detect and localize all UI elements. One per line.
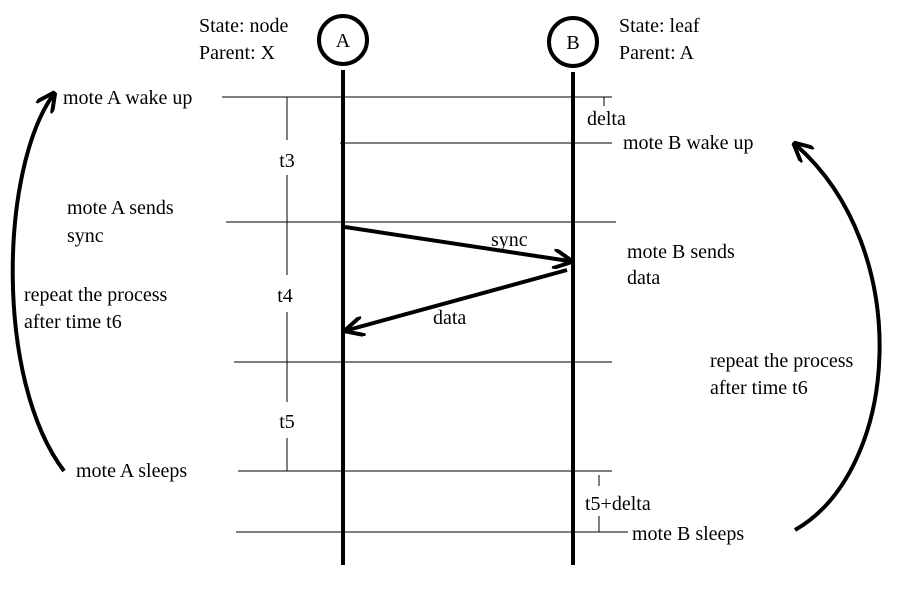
node-a-label: A [336, 30, 351, 52]
loop-left-line-1: repeat the process [24, 284, 167, 306]
event-a-sleeps: mote A sleeps [76, 460, 187, 482]
node-a-circle [317, 14, 369, 66]
event-b-sends-1: mote B sends [627, 241, 735, 263]
node-b: B [547, 16, 599, 68]
loop-left-arrow [10, 95, 66, 473]
event-a-wake: mote A wake up [63, 87, 192, 109]
sync-label: sync [491, 229, 528, 251]
node-b-parent: Parent: A [619, 42, 695, 64]
event-b-wake: mote B wake up [623, 132, 754, 154]
event-a-sends-1: mote A sends [67, 197, 174, 219]
node-a-state: State: node [199, 15, 289, 37]
interval-t5: t5 [279, 411, 295, 433]
interval-delta: delta [587, 108, 626, 130]
event-a-sends-2: sync [67, 225, 104, 247]
loop-right-line-2: after time t6 [710, 377, 808, 399]
loop-left-line-2: after time t6 [24, 311, 122, 333]
node-b-state: State: leaf [619, 15, 700, 37]
data-label: data [433, 307, 466, 329]
node-a-parent: Parent: X [199, 42, 276, 64]
event-b-sends-2: data [627, 267, 660, 289]
node-a: A [317, 14, 369, 66]
data-arrow [348, 268, 568, 330]
node-b-label: B [566, 32, 579, 54]
node-b-circle [547, 16, 599, 68]
sync-arrow [344, 225, 569, 261]
interval-t4: t4 [277, 285, 293, 307]
interval-t5-delta: t5+delta [585, 493, 651, 515]
loop-right-line-1: repeat the process [710, 350, 853, 372]
event-b-sleeps: mote B sleeps [632, 523, 744, 545]
interval-t3: t3 [279, 150, 295, 172]
loop-right-arrow [795, 145, 882, 532]
